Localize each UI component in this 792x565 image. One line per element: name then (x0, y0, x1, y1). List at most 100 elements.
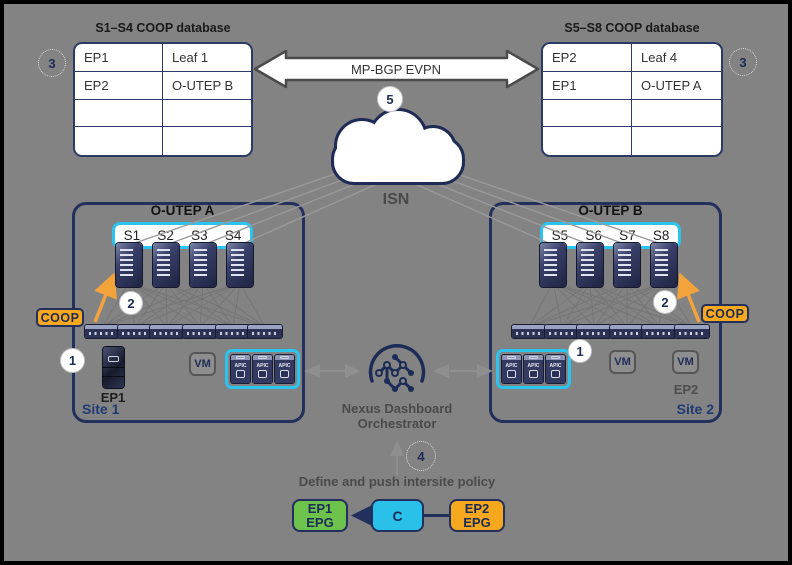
leaf-switch-icon (183, 325, 217, 338)
spine-switch-icon (614, 243, 640, 287)
leaf-switch-icon (85, 325, 119, 338)
table-cell: O-UTEP B (163, 72, 251, 100)
spine-switch-icon (190, 243, 216, 287)
table-cell (632, 100, 721, 128)
table-cell: EP1 (75, 44, 163, 72)
apic-server-icon: APIC (524, 355, 543, 383)
nexus-dashboard-orchestrator-icon (368, 343, 426, 392)
apic-text: APIC (256, 363, 269, 369)
spine-switch-icon (153, 243, 179, 287)
right-coop-table-title: S5–S8 COOP database (564, 21, 700, 35)
apic-drive-slot (280, 356, 289, 359)
ndo-label-line2: Orchestrator (357, 416, 437, 431)
apic-server-icon: APIC (231, 355, 250, 383)
aci-logo (280, 370, 289, 378)
right-coop-table: EP2 Leaf 4 EP1 O-UTEP A (541, 42, 723, 157)
spine-ports (120, 249, 133, 276)
table-cell (543, 127, 632, 155)
apic-server-icon: APIC (253, 355, 272, 383)
table-cell: O-UTEP A (632, 72, 721, 100)
epg-line: EP2 (464, 500, 490, 516)
mp-bgp-evpn-label: MP-BGP EVPN (350, 62, 442, 77)
leaf-switch-icon (675, 325, 709, 338)
spine-switch-icon (577, 243, 603, 287)
table-cell: EP2 (75, 71, 163, 100)
vm-icon: VM (189, 352, 216, 376)
apic-server-icon: APIC (546, 355, 565, 383)
ndo-label-line1: Nexus Dashboard (341, 401, 453, 416)
table-cell (543, 99, 632, 128)
site1-apic-cluster: APIC APIC APIC (225, 349, 300, 389)
aci-logo (236, 370, 245, 378)
spine-ports (157, 249, 170, 276)
table-cell: Leaf 4 (632, 44, 721, 72)
table-cell (75, 127, 163, 155)
contract-box: C (371, 499, 424, 532)
apic-drive-slot (236, 356, 245, 359)
ep1-epg-box: EP1 EPG (292, 499, 348, 532)
site1-name-label: Site 1 (82, 401, 120, 417)
spine-ports (231, 249, 244, 276)
spine-ports (544, 249, 557, 276)
leaf-switch-icon (216, 325, 250, 338)
site1-overlay-tep-label: O-UTEP A (150, 203, 215, 218)
apic-text: APIC (234, 363, 247, 369)
site2-overlay-tep-label: O-UTEP B (578, 203, 643, 218)
step-badge-5: 5 (377, 86, 403, 112)
leaf-switch-icon (248, 325, 282, 338)
site2-apic-cluster: APIC APIC APIC (496, 349, 571, 389)
coop-chip-left: COOP (36, 308, 84, 327)
spine-switch-icon (116, 243, 142, 287)
aci-logo (529, 370, 538, 378)
apic-server-icon: APIC (502, 355, 521, 383)
leaf-switch-icon (512, 325, 546, 338)
table-cell: EP2 (543, 44, 632, 72)
site2-name-label: Site 2 (676, 401, 714, 417)
spine-ports (581, 249, 594, 276)
aci-logo (551, 370, 560, 378)
intersite-policy-label: Define and push intersite policy (298, 474, 496, 489)
left-coop-table-title: S1–S4 COOP database (95, 21, 231, 35)
isn-cloud (331, 108, 465, 185)
epg-line: EPG (463, 514, 491, 530)
step-badge-3-right: 3 (729, 48, 757, 76)
epg-line: EP1 (307, 500, 333, 516)
vm-icon: VM (672, 350, 699, 374)
apic-drive-slot (529, 356, 538, 359)
epg-line: EPG (306, 514, 334, 530)
table-cell (163, 127, 251, 155)
step-badge-2-right: 2 (653, 290, 677, 314)
ep1-label: EP1 (100, 390, 126, 405)
apic-drive-slot (551, 356, 560, 359)
spine-ports (194, 249, 207, 276)
apic-server-icon: APIC (275, 355, 294, 383)
aci-logo (507, 370, 516, 378)
ep2-epg-box: EP2 EPG (449, 499, 505, 532)
table-cell (163, 100, 251, 128)
step-badge-3-left: 3 (38, 49, 66, 77)
spine-ports (618, 249, 631, 276)
spine-switch-icon (651, 243, 677, 287)
apic-text: APIC (527, 363, 540, 369)
spine-switch-icon (227, 243, 253, 287)
leaf-switch-icon (610, 325, 644, 338)
apic-text: APIC (505, 363, 518, 369)
spine-switch-icon (540, 243, 566, 287)
apic-drive-slot (507, 356, 516, 359)
leaf-switch-icon (118, 325, 152, 338)
apic-drive-slot (258, 356, 267, 359)
table-cell: Leaf 1 (163, 44, 251, 72)
leaf-switch-icon (642, 325, 676, 338)
isn-label: ISN (382, 191, 410, 208)
step-badge-1-right: 1 (568, 339, 592, 363)
step-badge-1-left: 1 (60, 348, 85, 373)
leaf-switch-icon (545, 325, 579, 338)
aci-logo (258, 370, 267, 378)
leaf-switch-icon (150, 325, 184, 338)
coop-chip-right: COOP (701, 304, 749, 323)
table-cell: EP1 (543, 71, 632, 100)
ep1-server-icon (103, 347, 124, 388)
step-badge-4: 4 (406, 441, 436, 471)
table-cell (75, 99, 163, 128)
